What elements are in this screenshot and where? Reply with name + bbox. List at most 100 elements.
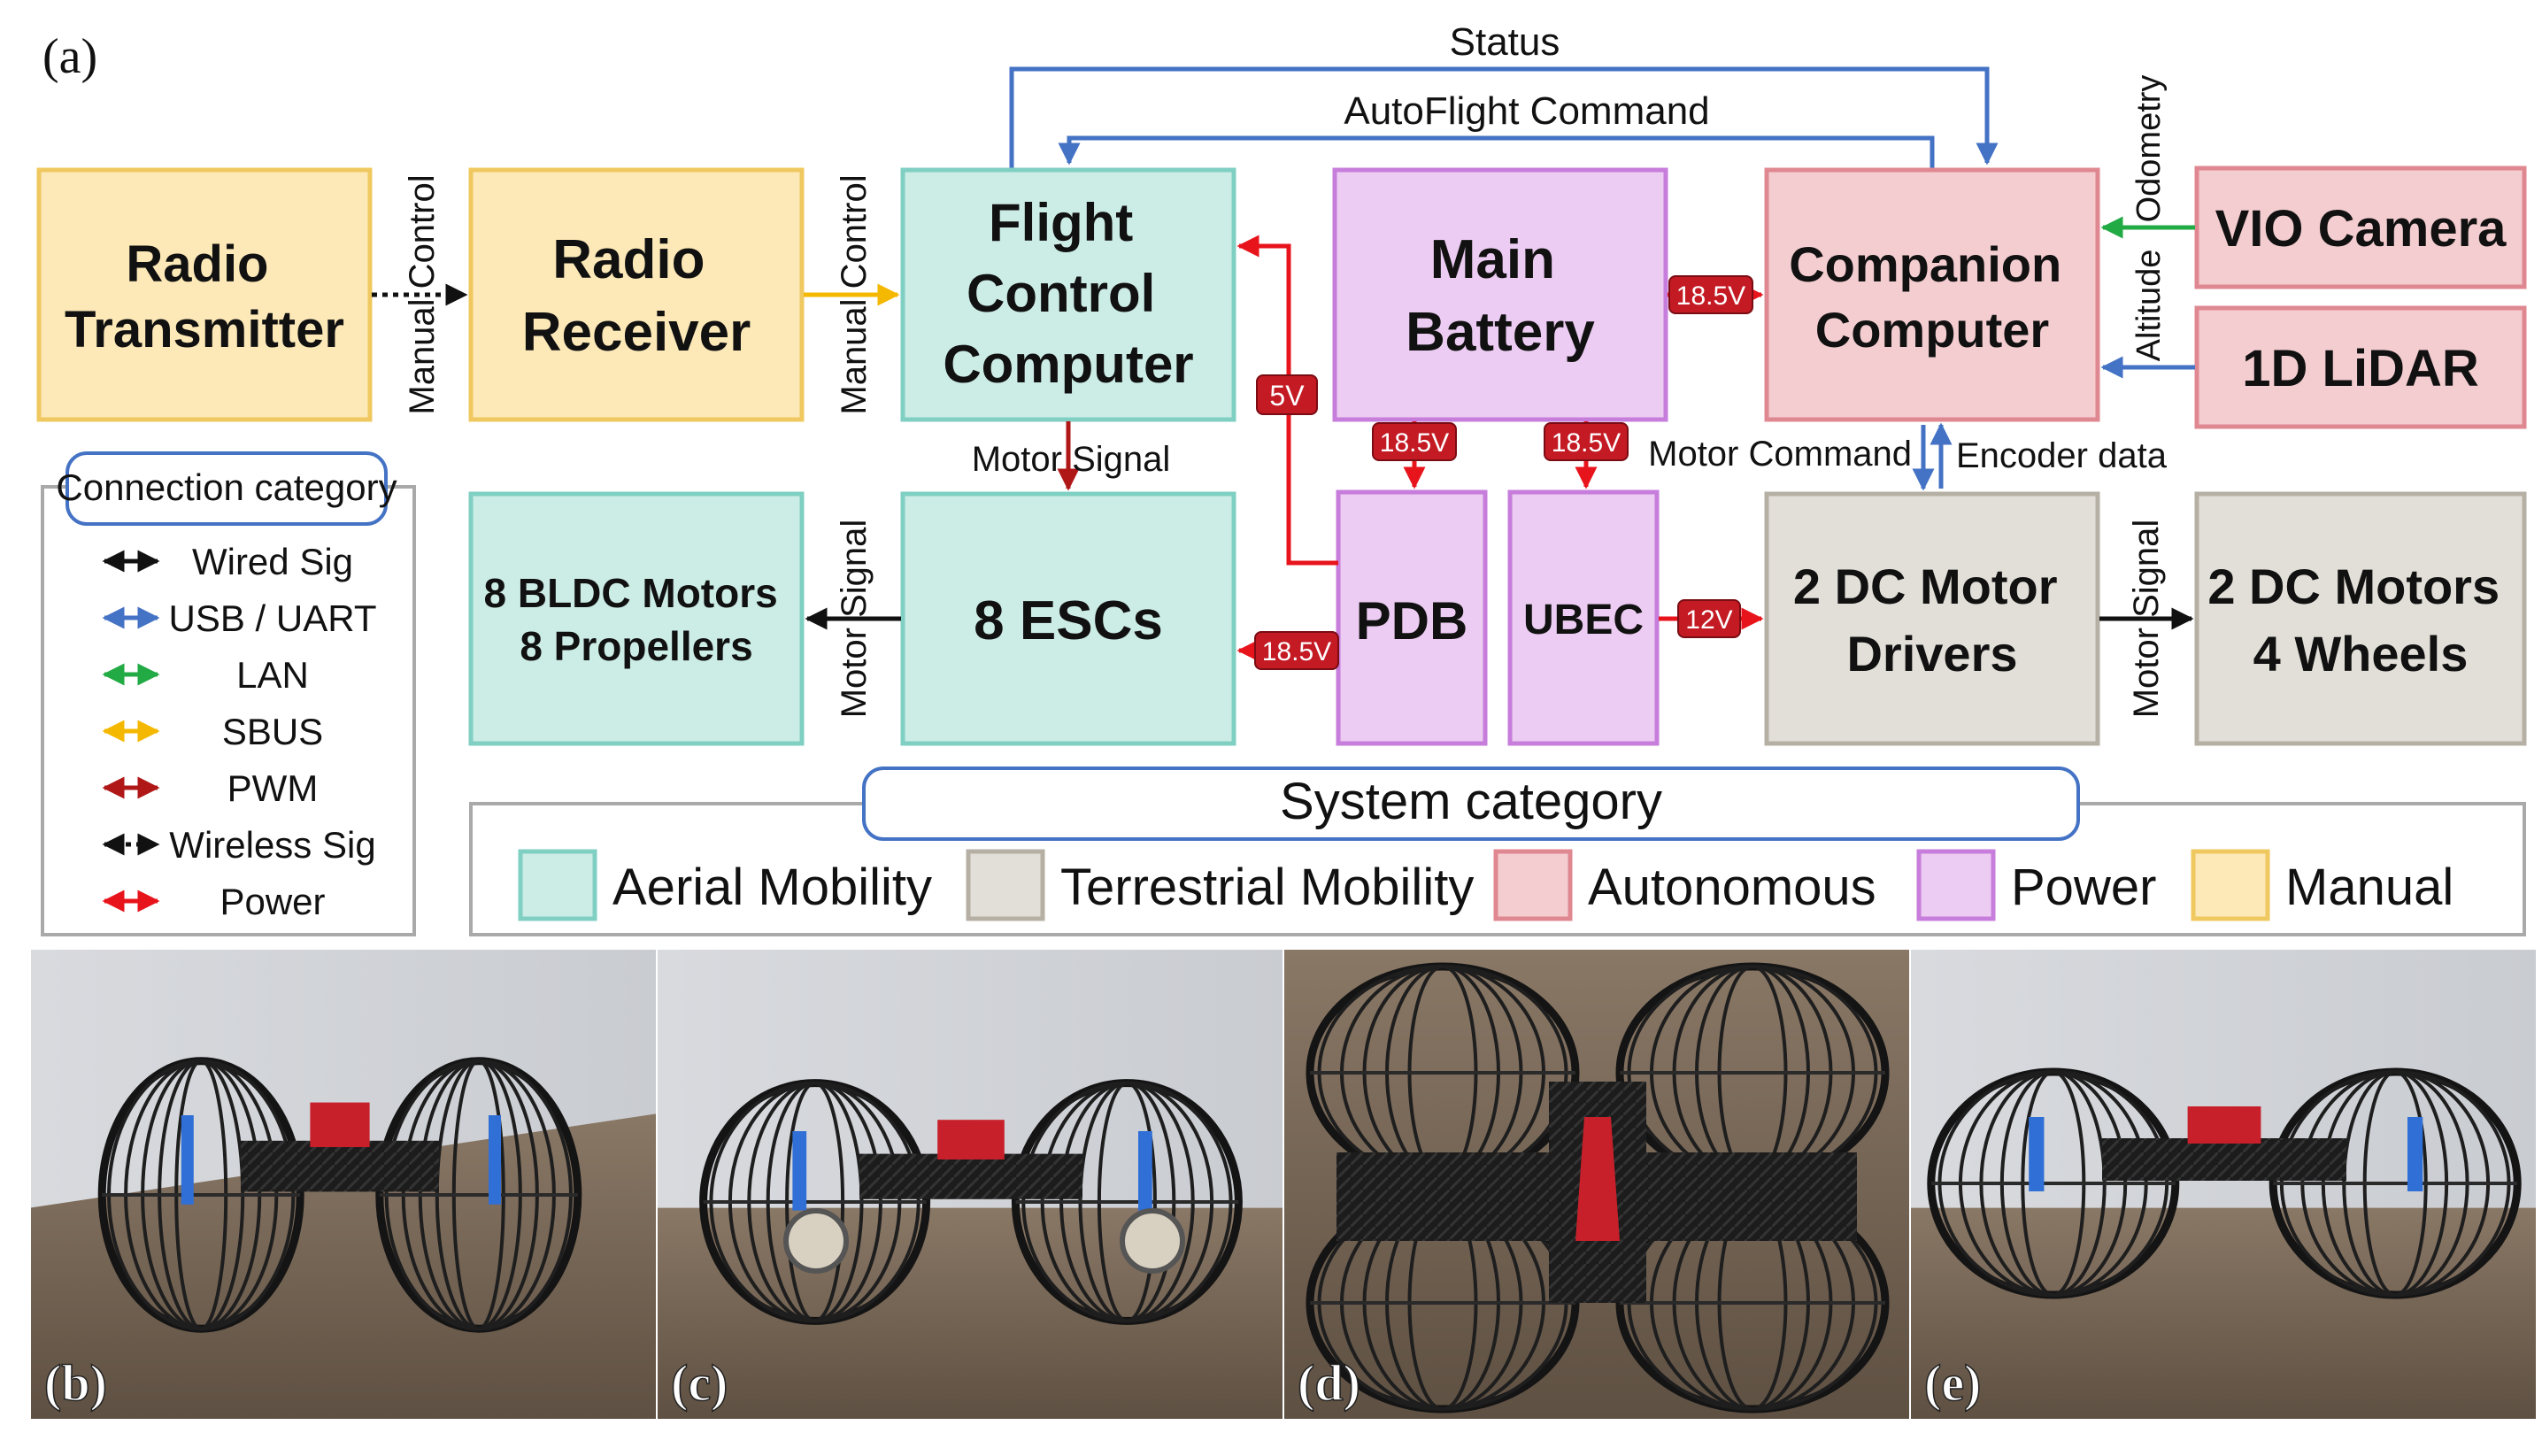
battery-to-companion-connection: 18.5V <box>1668 275 1764 314</box>
system-category-title: System category <box>1280 773 1662 830</box>
panel-a-label: (a) <box>42 29 97 84</box>
sbus-manual-control-connection: Manual Control <box>804 174 900 415</box>
robot-photo: (c) <box>656 948 1284 1421</box>
svg-text:Companion Computer: Companion Computer <box>1789 236 2076 358</box>
svg-text:UBEC: UBEC <box>1523 597 1644 643</box>
system-legend-label: Power <box>2011 859 2156 916</box>
dc-motors-block: 2 DC Motors 4 Wheels <box>2194 491 2527 746</box>
svg-text:2 DC Motor Drivers: 2 DC Motor Drivers <box>1793 559 2071 682</box>
connection-legend-label: USB / UART <box>169 597 377 639</box>
connection-legend-label: Wired Sig <box>192 541 353 582</box>
system-legend-swatch <box>2191 849 2270 921</box>
system-legend-item: Autonomous <box>1493 849 1876 921</box>
connection-legend-item: USB / UART <box>102 597 377 639</box>
status-connection: Status <box>1009 20 1999 168</box>
system-legend-label: Autonomous <box>1588 859 1876 916</box>
ubec-to-dc-drivers-connection: 12V <box>1659 599 1764 638</box>
svg-text:8 BLDC Motors 8 Propelle: 8 BLDC Motors 8 Propellers <box>483 570 789 669</box>
svg-text:Main Battery: Main Battery <box>1406 229 1595 363</box>
battery-to-pdb-connection: 18.5V <box>1372 421 1457 489</box>
status-label: Status <box>1450 20 1560 64</box>
18v-label-pdb: 18.5V <box>1380 428 1449 458</box>
battery-to-ubec-connection: 18.5V <box>1544 421 1629 489</box>
vio-camera-block: VIO Camera <box>2194 166 2527 289</box>
system-legend-swatch <box>1493 849 1573 921</box>
encoder-data-label: Encoder data <box>1956 436 2168 475</box>
esc-to-bldc-connection: Motor Signal <box>805 520 901 719</box>
18v-label-esc: 18.5V <box>1262 637 1331 666</box>
ubec-block: UBEC <box>1507 489 1660 746</box>
system-legend-swatch <box>1916 849 1996 921</box>
connection-legend-item: Power <box>102 881 326 922</box>
system-legend-item: Aerial Mobility <box>518 849 932 921</box>
escs-block: 8 ESCs <box>900 491 1236 746</box>
connection-legend-item: PWM <box>102 767 319 809</box>
wireless-manual-control-connection: Manual Control <box>372 174 468 415</box>
svg-text:Radio Receiver: Radio Receiver <box>522 229 751 363</box>
pdb-to-esc-connection: 18.5V <box>1236 631 1339 670</box>
5v-label: 5V <box>1269 380 1305 412</box>
svg-text:Radio Transmitter: Radio Transmitter <box>65 235 344 358</box>
svg-text:Flight Control Com: Flight Control Computer <box>943 193 1193 394</box>
system-legend-label: Terrestrial Mobility <box>1060 859 1474 916</box>
flight-control-computer-block: Flight Control Computer <box>900 167 1236 422</box>
companion-to-dc-drivers-connection: Motor Command Encoder data <box>1648 422 2168 491</box>
odometry-label: Odometry <box>2130 75 2168 223</box>
main-battery-block: Main Battery <box>1332 167 1668 422</box>
photo-label: (b) <box>44 1354 107 1412</box>
radio-receiver-block: Radio Receiver <box>468 167 805 422</box>
lidar-block: 1D LiDAR <box>2194 305 2527 429</box>
12v-label: 12V <box>1685 605 1732 635</box>
connection-legend-label: Power <box>220 881 325 922</box>
system-legend-label: Manual <box>2285 859 2453 916</box>
connection-legend-item: SBUS <box>102 711 323 752</box>
system-legend-swatch <box>518 849 597 921</box>
motor-signal-label-3: Motor Signal <box>2127 520 2166 719</box>
robot-photo: (d) <box>1283 948 1911 1421</box>
manual-control-label-2: Manual Control <box>835 174 874 414</box>
lidar-to-companion-connection: Altitude <box>2100 250 2195 379</box>
connection-legend-label: PWM <box>227 767 319 809</box>
motor-signal-label-2: Motor Signal <box>835 520 874 719</box>
system-legend-label: Aerial Mobility <box>612 859 932 916</box>
connection-legend-item: Wireless Sig <box>102 824 376 866</box>
manual-control-label-1: Manual Control <box>403 174 442 414</box>
dc-drivers-to-motors-connection: Motor Signal <box>2099 520 2194 719</box>
svg-text:1D LiDAR: 1D LiDAR <box>2242 340 2478 397</box>
photo-label: (e) <box>1924 1354 1981 1412</box>
connection-legend-item: Wired Sig <box>102 541 353 582</box>
connection-category-title: Connection category <box>56 466 397 508</box>
connection-legend-label: Wireless Sig <box>169 824 375 866</box>
connection-legend-item: LAN <box>102 654 309 696</box>
robot-photo: (b) <box>29 948 658 1421</box>
18v-label-companion: 18.5V <box>1676 281 1745 311</box>
system-legend-item: Manual <box>2191 849 2453 921</box>
pdb-5v-connection: 5V <box>1236 235 1338 566</box>
vio-to-companion-connection: Odometry <box>2100 75 2195 239</box>
motor-signal-label-1: Motor Signal <box>972 440 1171 479</box>
bldc-motors-block: 8 BLDC Motors 8 Propellers <box>468 491 805 746</box>
altitude-label: Altitude <box>2130 250 2168 362</box>
connection-legend-label: LAN <box>236 654 309 696</box>
system-legend-item: Power <box>1916 849 2156 921</box>
motor-command-label: Motor Command <box>1648 435 1912 474</box>
svg-text:2 DC Motors 4 Wheels: 2 DC Motors 4 Wheels <box>2207 559 2513 682</box>
dc-motor-drivers-block: 2 DC Motor Drivers <box>1764 491 2100 746</box>
photo-label: (d) <box>1298 1354 1360 1412</box>
pdb-block: PDB <box>1336 489 1488 746</box>
robot-photo: (e) <box>1909 948 2538 1421</box>
18v-label-ubec: 18.5V <box>1552 428 1621 458</box>
radio-transmitter-block: Radio Transmitter <box>36 167 373 422</box>
svg-text:VIO Camera: VIO Camera <box>2215 200 2507 258</box>
fcc-to-esc-connection: Motor Signal <box>972 421 1171 491</box>
autoflight-connection: AutoFlight Command <box>1058 89 1935 168</box>
connection-legend-label: SBUS <box>222 711 323 752</box>
companion-computer-block: Companion Computer <box>1764 167 2100 422</box>
photo-label: (c) <box>671 1354 728 1412</box>
system-category-legend: System category Aerial Mobility Terrestri… <box>469 767 2526 936</box>
autoflight-label: AutoFlight Command <box>1344 89 1709 133</box>
svg-text:8 ESCs: 8 ESCs <box>974 590 1163 651</box>
system-legend-swatch <box>966 849 1045 921</box>
